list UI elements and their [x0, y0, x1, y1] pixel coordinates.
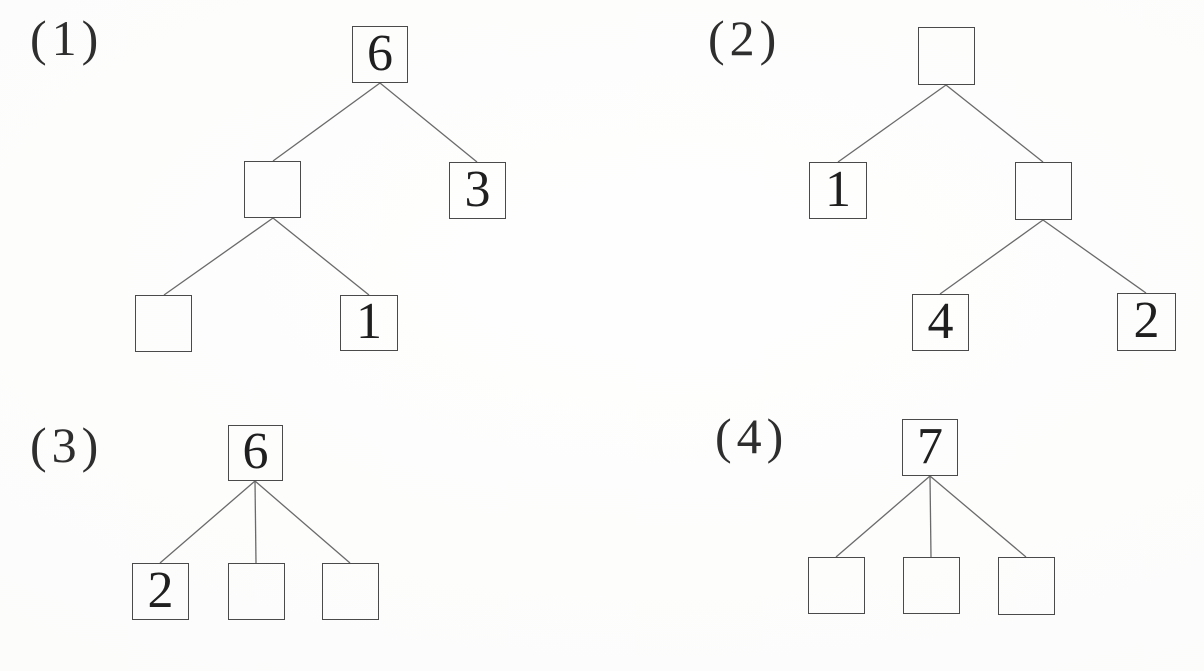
problem-4-label: (4) [715, 408, 789, 464]
p4-child-1-answer-box[interactable] [808, 557, 865, 614]
p1-leaf-right-box: 1 [340, 295, 398, 351]
p1-edge-mid-to-leafleft [163, 217, 274, 296]
p3-root-value: 6 [242, 423, 269, 480]
p2-mid-left-box: 1 [809, 162, 867, 219]
p1-leaf-right-value: 1 [356, 293, 382, 350]
p4-root-box: 7 [902, 419, 958, 476]
p4-edge-root-to-child1 [835, 475, 931, 558]
p2-mid-left-value: 1 [825, 160, 851, 218]
p4-child-2-answer-box[interactable] [903, 557, 960, 614]
p2-root-answer-box[interactable] [918, 27, 975, 85]
p2-leaf-left-box: 4 [912, 294, 969, 351]
p1-mid-left-answer-box[interactable] [244, 161, 301, 218]
p1-root-box: 6 [352, 26, 408, 83]
p4-edge-root-to-child3 [929, 475, 1027, 558]
p4-child-3-answer-box[interactable] [998, 557, 1055, 615]
p1-edge-root-to-midright [379, 82, 478, 163]
p2-edge-root-to-midright [945, 84, 1044, 163]
p2-leaf-right-value: 2 [1133, 292, 1160, 349]
p2-edge-root-to-midleft [837, 84, 947, 163]
p2-leaf-left-value: 4 [927, 292, 954, 350]
p3-child-1-value: 2 [147, 561, 174, 619]
p2-leaf-right-box: 2 [1117, 293, 1176, 351]
p3-root-box: 6 [228, 425, 283, 481]
p1-mid-right-box: 3 [449, 162, 506, 219]
p2-mid-right-answer-box[interactable] [1015, 162, 1072, 220]
p3-child-2-answer-box[interactable] [228, 563, 285, 620]
problem-3-label: (3) [30, 417, 104, 473]
p4-edge-root-to-child2 [929, 475, 932, 558]
p1-edge-root-to-midleft [272, 82, 381, 162]
p1-root-value: 6 [367, 24, 393, 82]
p3-edge-root-to-child3 [254, 480, 351, 564]
p1-edge-mid-to-leafright [272, 217, 370, 296]
p3-edge-root-to-child1 [159, 480, 256, 564]
p3-child-3-answer-box[interactable] [322, 563, 379, 620]
p2-edge-mid-to-leafright [1042, 219, 1147, 294]
p3-edge-root-to-child2 [254, 480, 257, 564]
problem-2-label: (2) [708, 10, 782, 66]
p4-root-value: 7 [917, 417, 943, 475]
problem-1-label: (1) [30, 10, 104, 66]
p3-child-1-box: 2 [132, 563, 189, 620]
p1-leaf-left-answer-box[interactable] [135, 295, 192, 352]
p2-edge-mid-to-leafleft [939, 219, 1044, 295]
p1-mid-right-value: 3 [464, 160, 491, 218]
